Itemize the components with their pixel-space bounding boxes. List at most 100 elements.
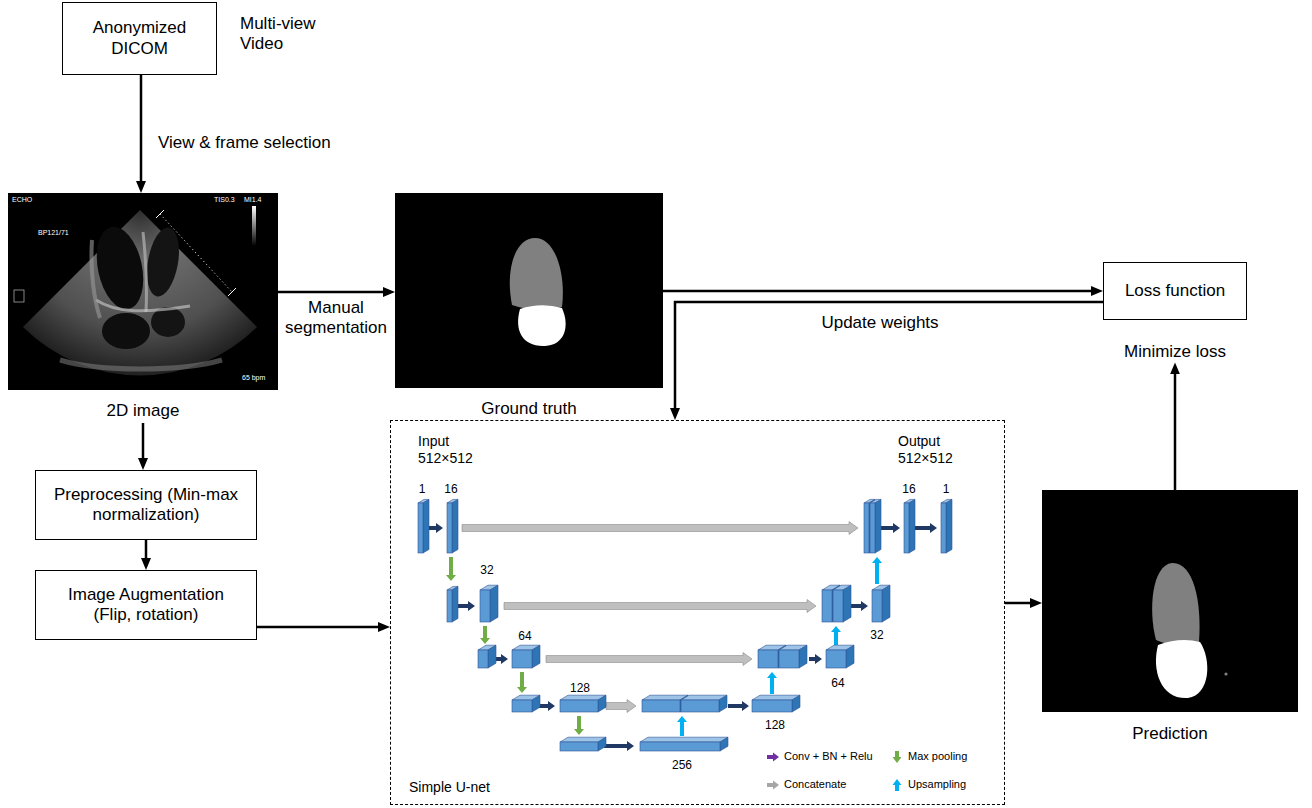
channel-count: 1: [402, 482, 442, 496]
channel-count: 1: [926, 482, 966, 496]
legend-text: Conv + BN + Relu: [784, 750, 873, 763]
feature-map-block: [681, 695, 727, 712]
unet-arrow: [517, 672, 527, 693]
feature-map-block: [560, 695, 606, 712]
process-box: Preprocessing (Min-max normalization): [35, 470, 257, 540]
screen-text: 65 bpm: [242, 374, 265, 382]
channel-count: 16: [889, 482, 929, 496]
connector-arrow: [1174, 370, 1177, 490]
legend-item: Concatenate: [766, 778, 846, 792]
process-box: Loss functionMinimize loss: [1103, 262, 1247, 362]
screen-text: TIS0.3: [214, 196, 235, 204]
annotation: Multi-view Video: [240, 14, 324, 55]
feature-map-block: [833, 585, 851, 622]
size-label: Output 512×512: [898, 433, 958, 467]
feature-map-block: [870, 499, 881, 553]
process-box: Anonymized DICOM: [62, 2, 217, 75]
network-group: Simple U-net: [390, 420, 1005, 805]
feature-map-block: [512, 695, 540, 712]
box-label: Anonymized DICOM: [71, 18, 208, 59]
feature-map-block: [872, 585, 890, 622]
screen-text: BP121/71: [38, 229, 69, 237]
channel-count: 16: [431, 482, 471, 496]
unet-arrow: [677, 716, 687, 736]
image-panel: Prediction: [1042, 490, 1298, 746]
unet-arrow: [446, 557, 456, 581]
edge-label: Manual segmentation: [280, 298, 392, 339]
unet-arrow: [504, 600, 816, 613]
ground-truth-mask: [395, 193, 663, 388]
unet-arrow: [462, 522, 858, 535]
unet-arrow: [604, 741, 634, 751]
prediction-mask: [1042, 490, 1298, 712]
feature-map-block: [480, 585, 498, 622]
box-caption: Minimize loss: [1103, 342, 1247, 362]
feature-map-block: [447, 586, 458, 622]
connector-arrow: [663, 290, 1095, 293]
connector-arrow: [145, 540, 148, 562]
feature-map-block: [864, 499, 875, 553]
legend-arrow: [893, 779, 902, 791]
legend-swatch: [766, 778, 780, 792]
unet-arrow: [915, 523, 937, 533]
edge-label: Update weights: [795, 313, 965, 333]
unet-arrow: [809, 654, 822, 664]
image-caption: 2D image: [107, 401, 180, 421]
unet-arrow: [457, 601, 475, 611]
unet-architecture: [418, 499, 952, 751]
channel-count: 64: [818, 676, 858, 690]
unet-arrow: [728, 701, 749, 711]
legend-text: Concatenate: [784, 778, 846, 791]
feature-map-block: [447, 499, 458, 553]
screen-text: MI1.4: [244, 196, 262, 204]
channel-count: 256: [662, 758, 702, 772]
feature-map-block: [418, 499, 429, 553]
edge-label: View & frame selection: [158, 133, 331, 153]
process-box-outline: Loss function: [1103, 262, 1247, 320]
image-caption: Prediction: [1132, 724, 1208, 744]
feature-map-block: [512, 645, 540, 668]
channel-count: 32: [857, 628, 897, 642]
legend-item: Upsampling: [890, 778, 966, 792]
unet-arrow: [546, 653, 752, 666]
feature-map-block: [560, 737, 606, 751]
connector-arrow: [140, 75, 143, 185]
legend-arrow: [767, 753, 779, 762]
connector-arrow: [142, 423, 145, 462]
image-caption: Ground truth: [481, 399, 576, 419]
unet-arrow: [574, 716, 584, 735]
legend-item: Conv + BN + Relu: [766, 750, 873, 764]
feature-map-block: [904, 499, 915, 553]
connector-arrow: [278, 291, 387, 294]
image-panel: 2D image: [8, 193, 278, 423]
unet-arrow: [879, 523, 900, 533]
unet-arrow: [480, 626, 490, 644]
unet-arrow: [831, 626, 841, 645]
unet-arrow: [872, 557, 882, 584]
legend-text: Max pooling: [908, 750, 967, 763]
legend-swatch: [766, 750, 780, 764]
unet-arrow: [767, 672, 777, 694]
unet-arrow: [851, 601, 868, 611]
process-box: Image Augmentation (Flip, rotation): [35, 570, 257, 640]
feature-map-block: [752, 695, 800, 712]
connector-arrow: [675, 302, 1103, 412]
size-label: Input 512×512: [418, 433, 478, 467]
legend-arrow: [767, 781, 779, 790]
screen-text: ECHO: [12, 196, 32, 204]
ultrasound-image: [8, 193, 278, 390]
channel-count: 128: [755, 718, 795, 732]
group-title: Simple U-net: [409, 779, 490, 796]
channel-count: 128: [560, 681, 600, 695]
feature-map-block: [640, 737, 728, 751]
unet-arrow: [606, 700, 636, 713]
connector-arrow: [1005, 602, 1034, 605]
legend-text: Upsampling: [908, 778, 966, 791]
box-label: Image Augmentation (Flip, rotation): [53, 585, 239, 626]
feature-map-block: [941, 499, 952, 553]
